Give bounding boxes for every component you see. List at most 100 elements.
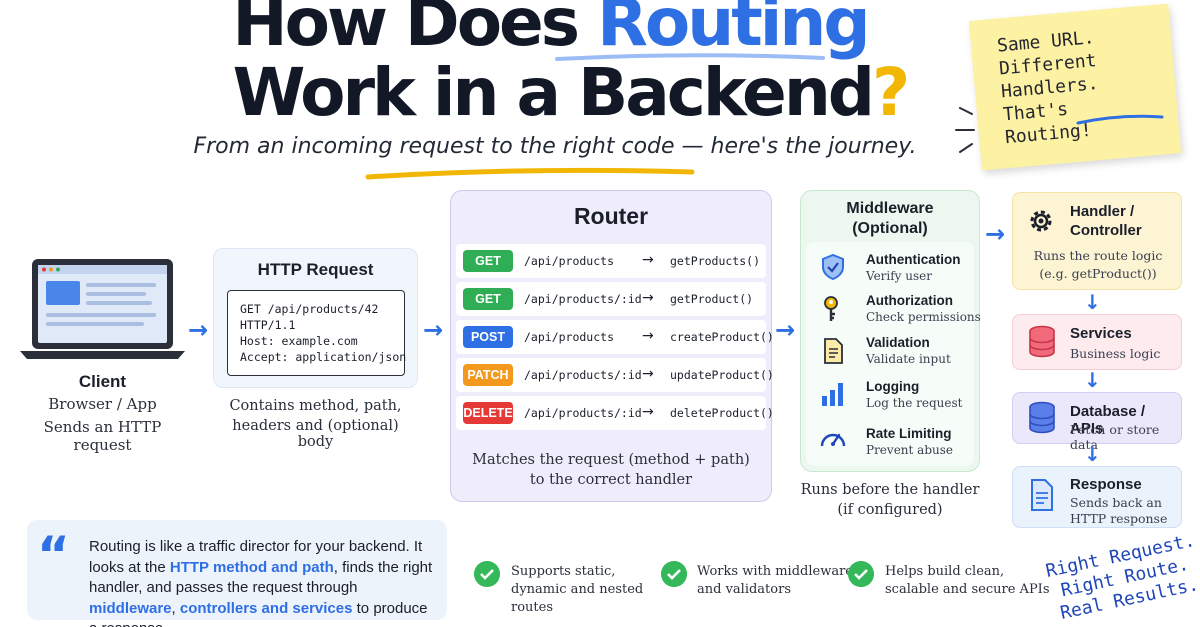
- route-row: GET /api/products/:id → getProduct(): [456, 282, 766, 316]
- router-title: Router: [573, 203, 649, 229]
- feature-line: scalable and secure APIs: [885, 582, 1050, 597]
- feature-item: Helps build clean, scalable and secure A…: [885, 563, 1055, 599]
- arrow-right-icon: →: [423, 316, 444, 344]
- route-handler: getProduct(): [670, 292, 754, 306]
- middleware-item-sub: Verify user: [866, 269, 932, 283]
- arrow-right-icon: →: [775, 316, 796, 344]
- middleware-item-sub: Prevent abuse: [866, 443, 953, 457]
- route-handler: getProducts(): [670, 254, 761, 268]
- database-card: Database / APIs Fetch or store data: [1012, 392, 1182, 452]
- router-desc-1: Matches the request (method + path): [472, 452, 750, 468]
- shield-icon: [822, 253, 844, 281]
- arrow-right-icon: →: [985, 220, 1006, 248]
- route-row: PATCH /api/products/:id → updateProduct(…: [456, 358, 774, 392]
- method-badge: DELETE: [463, 402, 513, 424]
- services-sub: Business logic: [1070, 346, 1161, 361]
- file-icon: [1031, 479, 1053, 511]
- middleware-item-title: Authentication: [866, 252, 961, 267]
- method-badge: GET: [463, 250, 513, 272]
- check-icon: [661, 561, 687, 587]
- title-question-mark: ?: [872, 54, 910, 131]
- quote-highlight: controllers and services: [179, 599, 353, 617]
- arrow-down-icon: ↓: [1084, 368, 1101, 392]
- handler-sub-2: (e.g. getProduct()): [1039, 266, 1157, 281]
- route-path: /api/products: [524, 330, 615, 344]
- handler-title-1: Handler /: [1070, 203, 1135, 220]
- route-path: /api/products/:id: [524, 292, 642, 306]
- route-row: POST /api/products → createProduct(): [456, 320, 774, 354]
- route-path: /api/products: [524, 254, 615, 268]
- route-arrow: →: [642, 366, 654, 382]
- route-arrow: →: [642, 252, 654, 268]
- code-line: HTTP/1.1: [240, 318, 296, 332]
- route-arrow: →: [642, 290, 654, 306]
- quote-line: , finds the right handler, and passes th…: [89, 558, 433, 597]
- middleware-item-sub: Validate input: [866, 352, 951, 366]
- feature-item: Works with middleware and validators: [697, 563, 867, 599]
- slogan: Right Request. Right Route. Real Results…: [1040, 529, 1200, 627]
- handler-card: Handler / Controller Runs the route logi…: [1012, 192, 1182, 290]
- quote-box: [27, 520, 447, 620]
- response-card: Response Sends back an HTTP response: [1012, 466, 1182, 528]
- middleware-desc-1: Runs before the handler: [800, 482, 980, 498]
- quote-line: Routing is like a traffic director for y…: [89, 538, 410, 555]
- arrow-down-icon: ↓: [1084, 442, 1101, 466]
- gauge-icon: [820, 433, 846, 447]
- route-row: GET /api/products → getProducts(): [456, 244, 766, 278]
- document-icon: [824, 338, 843, 364]
- http-request-title: HTTP Request: [257, 260, 374, 279]
- title-highlight: Routing: [597, 0, 871, 61]
- database-sub: Fetch or store data: [1070, 422, 1160, 452]
- middleware-item-sub: Check permissions: [866, 310, 981, 324]
- middleware-title: Middleware: [846, 200, 934, 217]
- route-arrow: →: [642, 404, 654, 420]
- quote-icon: “: [37, 526, 70, 584]
- client-title: Client: [78, 372, 127, 391]
- quote-highlight: middleware: [89, 599, 172, 617]
- middleware-item-title: Logging: [866, 379, 920, 394]
- quote-text: Routing is like a traffic director for y…: [89, 537, 439, 627]
- route-path: /api/products/:id: [524, 406, 642, 420]
- handler-sub-1: Runs the route logic: [1033, 248, 1163, 263]
- http-request-desc-2: headers and (optional) body: [232, 418, 399, 450]
- page-title-line-2: Work in a Backend?: [0, 60, 1140, 126]
- method-badge: GET: [463, 288, 513, 310]
- response-sub-2: HTTP response: [1070, 511, 1168, 526]
- services-card: Services Business logic: [1012, 314, 1182, 370]
- http-request-code: GET /api/products/42 HTTP/1.1 Host: exam…: [227, 290, 407, 376]
- middleware-item-title: Rate Limiting: [866, 426, 952, 441]
- feature-line: and validators: [697, 582, 791, 597]
- code-line: Accept: application/json: [240, 350, 407, 364]
- sticky-note: Same URL. Different Handlers. That's Rou…: [968, 3, 1182, 171]
- router-desc-2: to the correct handler: [529, 472, 693, 488]
- middleware-desc-2: (if configured): [837, 502, 943, 518]
- subtitle-underline: [365, 167, 695, 180]
- route-handler: deleteProduct(): [670, 406, 774, 420]
- database-icon: [1029, 325, 1055, 358]
- route-row: DELETE /api/products/:id → deleteProduct…: [456, 396, 774, 430]
- response-title: Response: [1070, 476, 1142, 493]
- method-badge: PATCH: [463, 364, 513, 386]
- http-request-desc-1: Contains method, path,: [229, 398, 402, 414]
- feature-line: Helps build clean,: [885, 564, 1005, 579]
- middleware-subtitle: (Optional): [852, 220, 928, 237]
- quote-line: It looks at the: [89, 538, 423, 576]
- gear-icon: [1030, 210, 1052, 232]
- database-title: Database / APIs: [1070, 403, 1146, 437]
- feature-line: Works with middleware: [697, 564, 853, 579]
- check-icon: [474, 561, 500, 587]
- page-title-line-1: How Does Routing: [0, 0, 1100, 56]
- sparkle-lines-icon: [955, 107, 975, 153]
- bar-chart-icon: [822, 383, 843, 406]
- handler-title-2: Controller: [1070, 222, 1142, 239]
- title-text: How Does: [232, 0, 598, 61]
- response-sub-1: Sends back an: [1070, 495, 1162, 510]
- services-title: Services: [1070, 325, 1132, 342]
- middleware-item-title: Validation: [866, 335, 930, 350]
- client-line-1: Browser / App: [48, 395, 157, 413]
- subtitle: From an incoming request to the right co…: [193, 134, 917, 159]
- code-line: Host: example.com: [240, 334, 358, 348]
- route-arrow: →: [642, 328, 654, 344]
- code-line: GET /api/products/42: [240, 302, 379, 316]
- check-icon: [848, 561, 874, 587]
